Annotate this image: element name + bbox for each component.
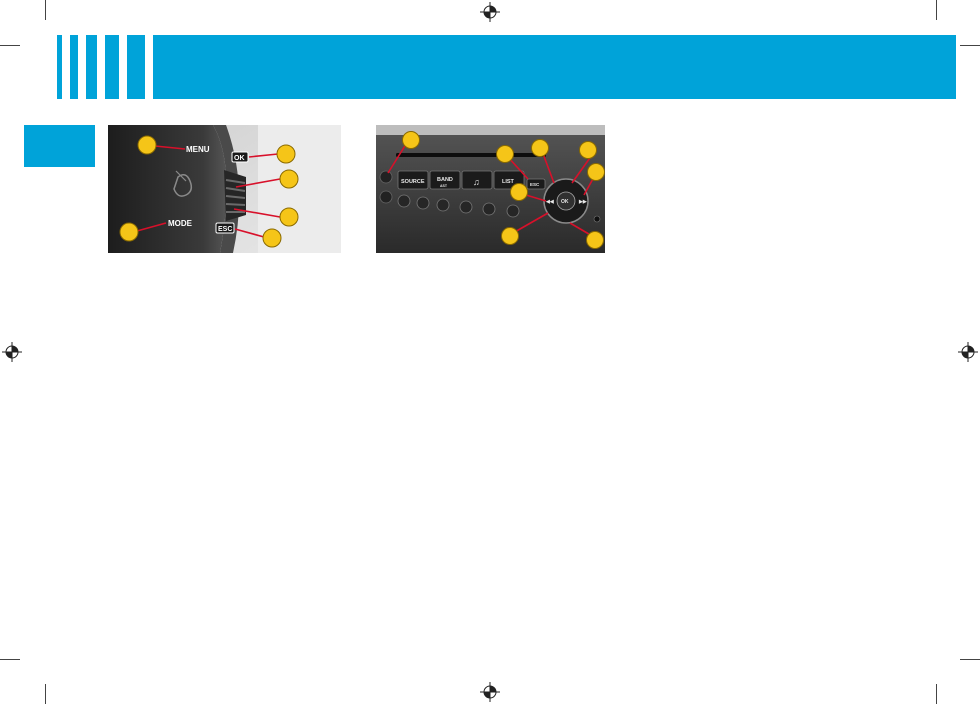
radio-esc-button[interactable]: ESC [526, 178, 546, 190]
preset-button-1[interactable] [397, 194, 411, 208]
esc-button[interactable]: ESC [215, 222, 235, 234]
callout-marker [119, 222, 139, 242]
leader-line [234, 228, 265, 238]
leader-line [541, 150, 555, 184]
callout-marker [531, 139, 549, 157]
leader-line [154, 145, 186, 150]
header-band [153, 35, 956, 99]
callout-marker [496, 145, 514, 163]
registration-mark-bottom [480, 682, 500, 702]
callout-marker [276, 144, 296, 164]
leader-line [507, 156, 529, 180]
header-stripe [127, 35, 145, 99]
band-button-sublabel: AST [440, 184, 448, 188]
callout-marker [262, 228, 282, 248]
leader-line [233, 208, 281, 218]
menu-label: MENU [186, 145, 210, 154]
callout-marker [510, 183, 528, 201]
radio-esc-label: ESC [530, 182, 540, 187]
menu-knob[interactable] [379, 190, 393, 204]
steering-controls-photo: MENU MODE OK ESC [108, 125, 341, 253]
registration-mark-left [2, 342, 22, 362]
callout-marker [402, 131, 420, 149]
callout-marker [501, 227, 519, 245]
registration-mark-top [480, 2, 500, 22]
list-button-label: LIST [502, 179, 515, 185]
preset-buttons [397, 194, 520, 218]
radio-ok-label: OK [561, 199, 569, 205]
chapter-tab [24, 125, 95, 167]
callout-marker [587, 163, 605, 181]
leader-line [571, 154, 593, 184]
band-button-label: BAND [437, 177, 453, 183]
cd-slot [396, 153, 546, 157]
leader-line [248, 153, 279, 158]
mode-label: MODE [168, 219, 193, 228]
header-stripe [86, 35, 97, 99]
leader-line [512, 212, 549, 234]
scroll-wheel [224, 170, 246, 221]
preset-button-2[interactable] [416, 196, 430, 210]
source-button[interactable]: SOURCE [397, 170, 429, 190]
ok-button[interactable]: OK [231, 151, 249, 163]
preset-button-3[interactable] [436, 198, 450, 212]
power-knob[interactable] [379, 170, 393, 184]
callout-marker [137, 135, 157, 155]
callout-marker [586, 231, 604, 249]
registration-mark-right [958, 342, 978, 362]
header-stripe [70, 35, 78, 99]
radio-panel-photo: SOURCE BAND AST ♫ LIST ESC [376, 125, 605, 253]
steering-controls-illustration: MENU MODE OK ESC [108, 125, 341, 253]
music-note-icon: ♫ [473, 177, 480, 187]
radio-panel-illustration: SOURCE BAND AST ♫ LIST ESC [376, 125, 605, 253]
rewind-icon: ◀◀ [545, 199, 554, 205]
aux-jack [593, 215, 601, 223]
audio-settings-button[interactable]: ♫ [461, 170, 493, 190]
leader-line [235, 178, 281, 188]
source-button-label: SOURCE [401, 179, 425, 185]
header-stripe [57, 35, 62, 99]
callout-marker [579, 141, 597, 159]
preset-button-4[interactable] [459, 200, 473, 214]
preset-button-5[interactable] [482, 202, 496, 216]
band-button[interactable]: BAND AST [429, 170, 461, 190]
ok-button-label: OK [234, 155, 245, 162]
radio-ok-button[interactable]: OK [556, 191, 576, 211]
callout-marker [279, 207, 299, 227]
esc-button-label: ESC [218, 226, 232, 233]
preset-button-6[interactable] [506, 204, 520, 218]
leader-line [525, 194, 547, 202]
wheel-symbol-icon [173, 170, 193, 197]
callout-marker [279, 169, 299, 189]
leader-line [136, 222, 167, 232]
forward-icon: ▶▶ [578, 199, 588, 205]
header-stripe [105, 35, 119, 99]
